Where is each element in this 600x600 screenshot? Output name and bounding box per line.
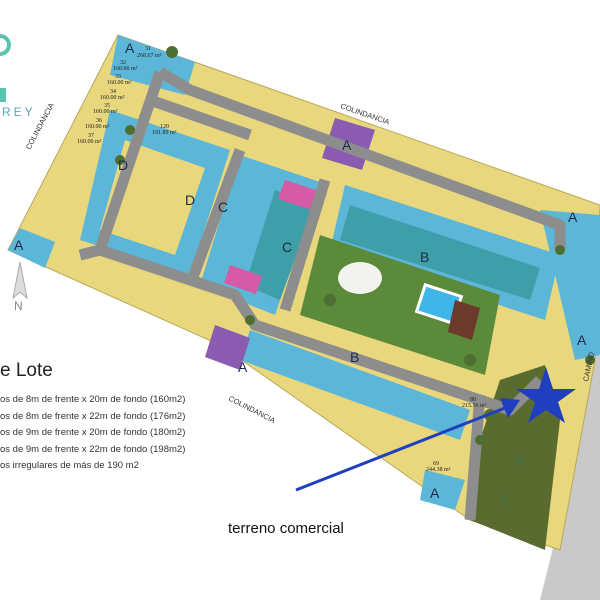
lot-number: 35 [104,103,110,109]
location-star-icon [516,367,576,423]
zone-label-a: A [568,209,578,225]
brand-logo: REY [2,105,36,119]
trees [115,46,595,505]
lot-area: 160.00 m² [93,109,118,115]
commercial-lot-label: terreno comercial [228,520,344,537]
lot-area: 244.38 m² [426,467,451,473]
lot-number: 80 [470,397,476,403]
lot-number: 37 [88,133,94,139]
zone-label-b: B [350,349,359,365]
clubhouse [448,300,480,340]
lot-area: 160.00 m² [100,95,125,101]
lot-number: 32 [120,60,126,66]
lot-area: 160.00 m² [113,66,138,72]
lot-number: 34 [110,89,116,95]
block-a-west [8,228,55,268]
lot-number: 120 [160,124,169,130]
zone-label-a: A [342,137,352,153]
legend-item: os de 8m de frente x 20m de fondo (160m2… [0,394,186,405]
lot-number: 69 [433,461,439,467]
lot-area: 191.89 m² [152,130,177,136]
zone-label-a: A [125,40,135,56]
legend-title: e Lote [0,360,53,381]
pink-lot-2 [224,265,262,294]
zone-label-d: D [118,157,128,173]
block-a-south [420,470,465,510]
park-plaza [338,262,382,294]
roads [78,67,566,521]
purple-lots-south [205,325,250,370]
legend-item: os de 9m de frente x 20m de fondo (180m2… [0,427,186,438]
boundary-label-south: COLINDANCIA [227,394,277,425]
zone-label-d: D [185,192,195,208]
legend-item: os irregulares de más de 190 m2 [0,460,139,471]
arrow-head-icon [500,398,520,418]
zone-label-a: A [577,332,587,348]
zone-label-c: C [282,239,292,255]
block-c-teal [245,190,315,300]
zone-label-a: A [238,359,248,375]
lot-area: 160.00 m² [85,124,110,130]
legend-item: os de 9m de frente x 22m de fondo (198m2… [0,443,186,455]
north-compass: N [12,261,28,313]
legend: e Lote os de 8m de frente x 20m de fondo… [0,360,185,475]
logo-mark-icon [0,34,11,56]
zone-label-a: A [14,237,24,253]
zone-label-b: B [420,249,429,265]
logo-mark-icon [0,88,6,102]
lot-area: 160.00 m² [77,139,102,145]
compass-arrow-icon [12,261,28,300]
lot-area: 268.67 m² [137,53,162,59]
lot-area: 160.00 m² [107,80,132,86]
block-b-teal [340,205,540,300]
lot-number: 36 [96,118,102,124]
zone-label-c: C [218,199,228,215]
lot-number: 31 [145,46,151,52]
lot-area: 215.56 m² [462,403,487,409]
legend-item: os de 8m de frente x 22m de fondo (176m2… [0,410,186,422]
lot-number: 33 [115,74,121,80]
block-south-blue [240,330,470,440]
zone-label-a: A [430,485,440,501]
compass-label: N [14,299,23,313]
pointer-arrow [295,406,506,492]
